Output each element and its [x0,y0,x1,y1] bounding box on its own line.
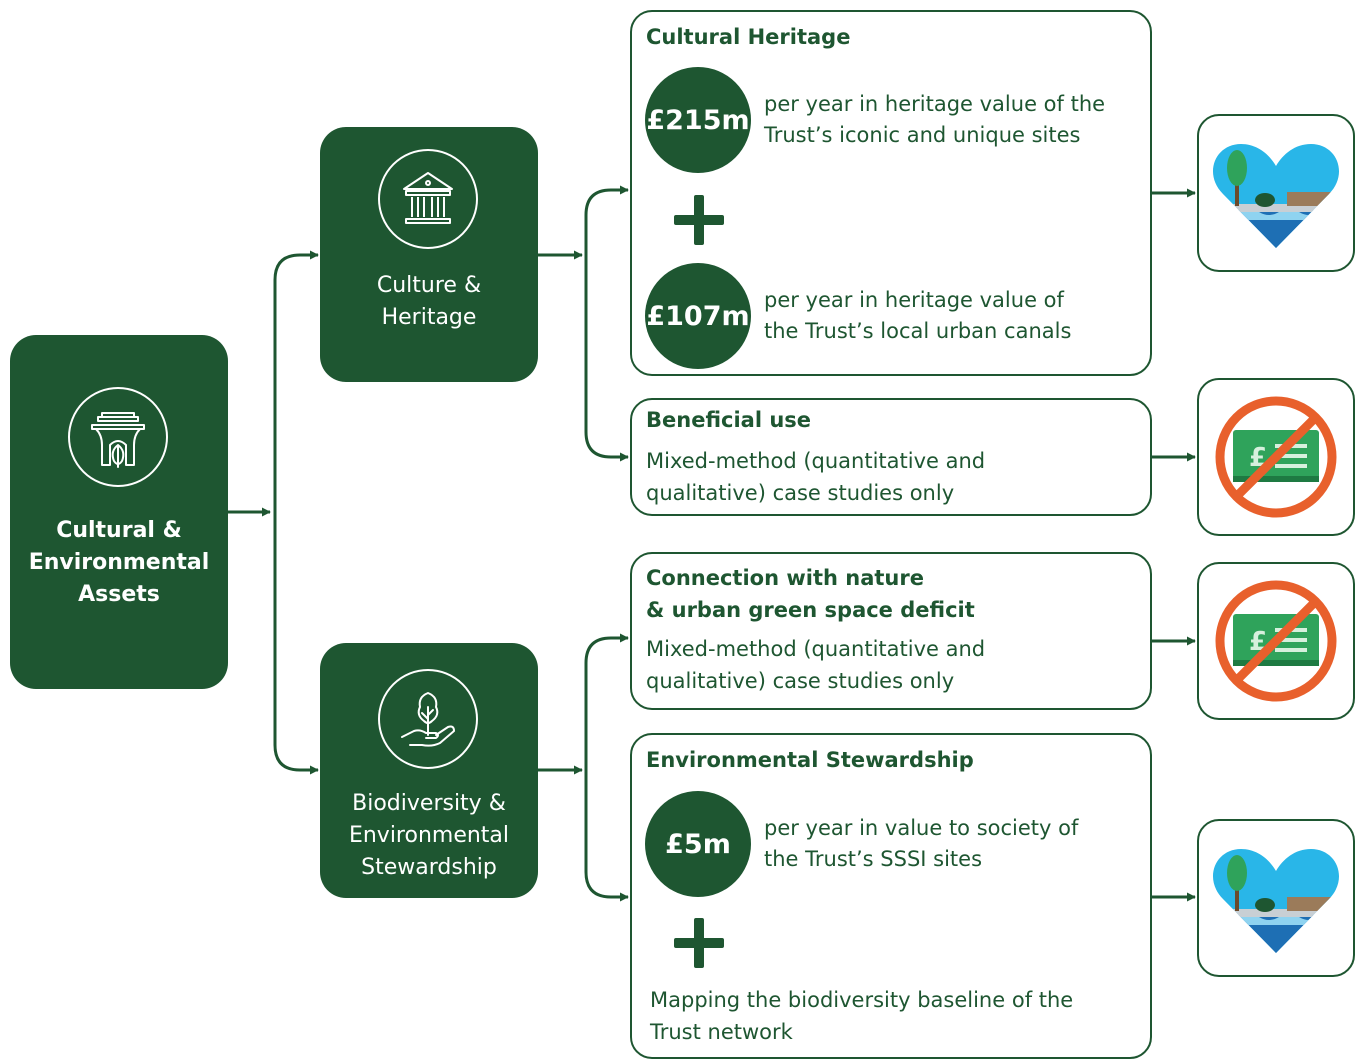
heart-landscape-icon [1212,849,1340,953]
env-stewardship-card: Environmental Stewardship £5m per year i… [630,733,1152,1059]
bridge-leaf-icon [68,387,168,487]
plus-icon [674,918,724,968]
heritage-value-iconic: £215m [645,67,751,173]
env-stewardship-title: Environmental Stewardship [646,748,974,772]
heart-landscape-icon [1212,144,1340,248]
outcome-box-4 [1197,819,1355,977]
plant-hand-icon [378,669,478,769]
no-money-icon: £ [1215,580,1337,702]
connection-nature-text: Mixed-method (quantitative and qualitati… [646,637,986,693]
heritage-value-urban-text: per year in heritage value of the Trust’… [764,288,1072,343]
sssi-value-text: per year in value to society of the Trus… [764,816,1079,871]
outcome-box-2: £ [1197,378,1355,536]
outcome-box-1 [1197,114,1355,272]
beneficial-use-text: Mixed-method (quantitative and qualitati… [646,449,986,505]
outcome-box-3: £ [1197,562,1355,720]
root-node: Cultural & Environmental Assets [10,335,228,689]
connection-nature-title: Connection with nature & urban green spa… [646,566,975,622]
cultural-heritage-card: Cultural Heritage £215m per year in heri… [630,10,1152,376]
heritage-value-urban: £107m [645,263,751,369]
root-label: Cultural & Environmental Assets [28,518,210,607]
plus-icon [674,195,724,245]
beneficial-use-title: Beneficial use [646,408,812,432]
sssi-value: £5m [645,791,751,897]
museum-icon [378,149,478,249]
beneficial-use-card: Beneficial use Mixed-method (quantitativ… [630,398,1152,516]
no-money-icon: £ [1215,396,1337,518]
biodiversity-label: Biodiversity & Environmental Stewardship [348,791,510,880]
biodiversity-node: Biodiversity & Environmental Stewardship [320,643,538,898]
connection-nature-card: Connection with nature & urban green spa… [630,552,1152,710]
biodiversity-baseline-text: Mapping the biodiversity baseline of the… [650,988,1074,1044]
cultural-heritage-title: Cultural Heritage [646,25,851,49]
heritage-value-iconic-text: per year in heritage value of the Trust’… [764,92,1106,147]
culture-heritage-node: Culture & Heritage [320,127,538,382]
culture-heritage-label: Culture & Heritage [376,273,482,330]
